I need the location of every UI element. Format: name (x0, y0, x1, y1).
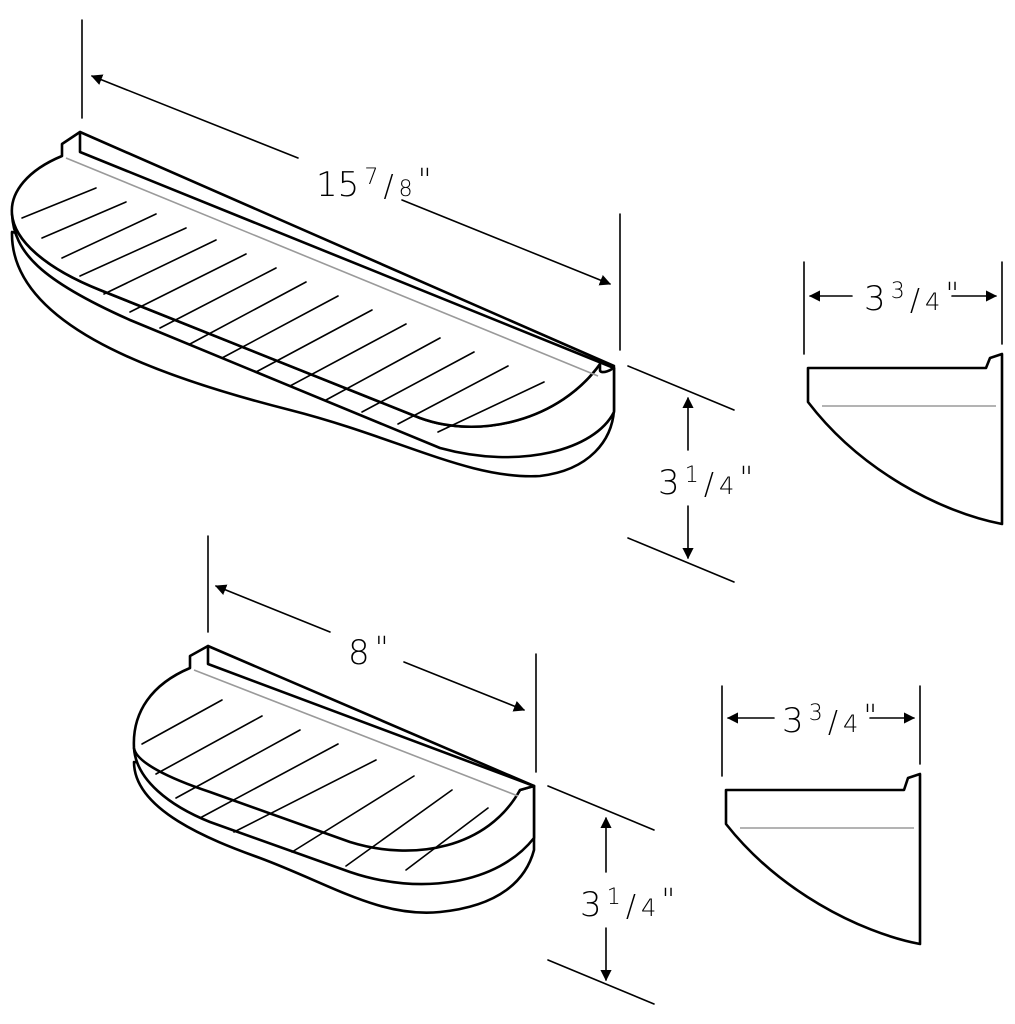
large-height-dimension: 3 1 / 4 " (627, 365, 753, 583)
small-shelf-slats (141, 699, 489, 871)
small-shelf-drawing (132, 644, 536, 914)
large-depth-dimension: 3 3 / 4 " (803, 261, 1003, 355)
small-width-dimension: 8 " (207, 535, 537, 773)
large-height-label: 3 1 / 4 " (658, 461, 753, 503)
large-shelf-slats (21, 187, 545, 433)
large-side-profile (806, 352, 1004, 526)
small-depth-label: 3 3 / 4 " (782, 699, 877, 741)
large-width-dimension: 15 7 / 8 " (81, 19, 621, 351)
small-depth-dimension: 3 3 / 4 " (721, 685, 921, 777)
small-height-label: 3 1 / 4 " (580, 883, 675, 925)
small-height-dimension: 3 1 / 4 " (547, 785, 675, 1005)
large-depth-label: 3 3 / 4 " (864, 277, 959, 319)
small-width-label: 8 " (348, 631, 389, 673)
large-shelf-drawing (10, 130, 616, 478)
small-side-profile (724, 772, 922, 946)
large-width-label: 15 7 / 8 " (316, 163, 432, 205)
